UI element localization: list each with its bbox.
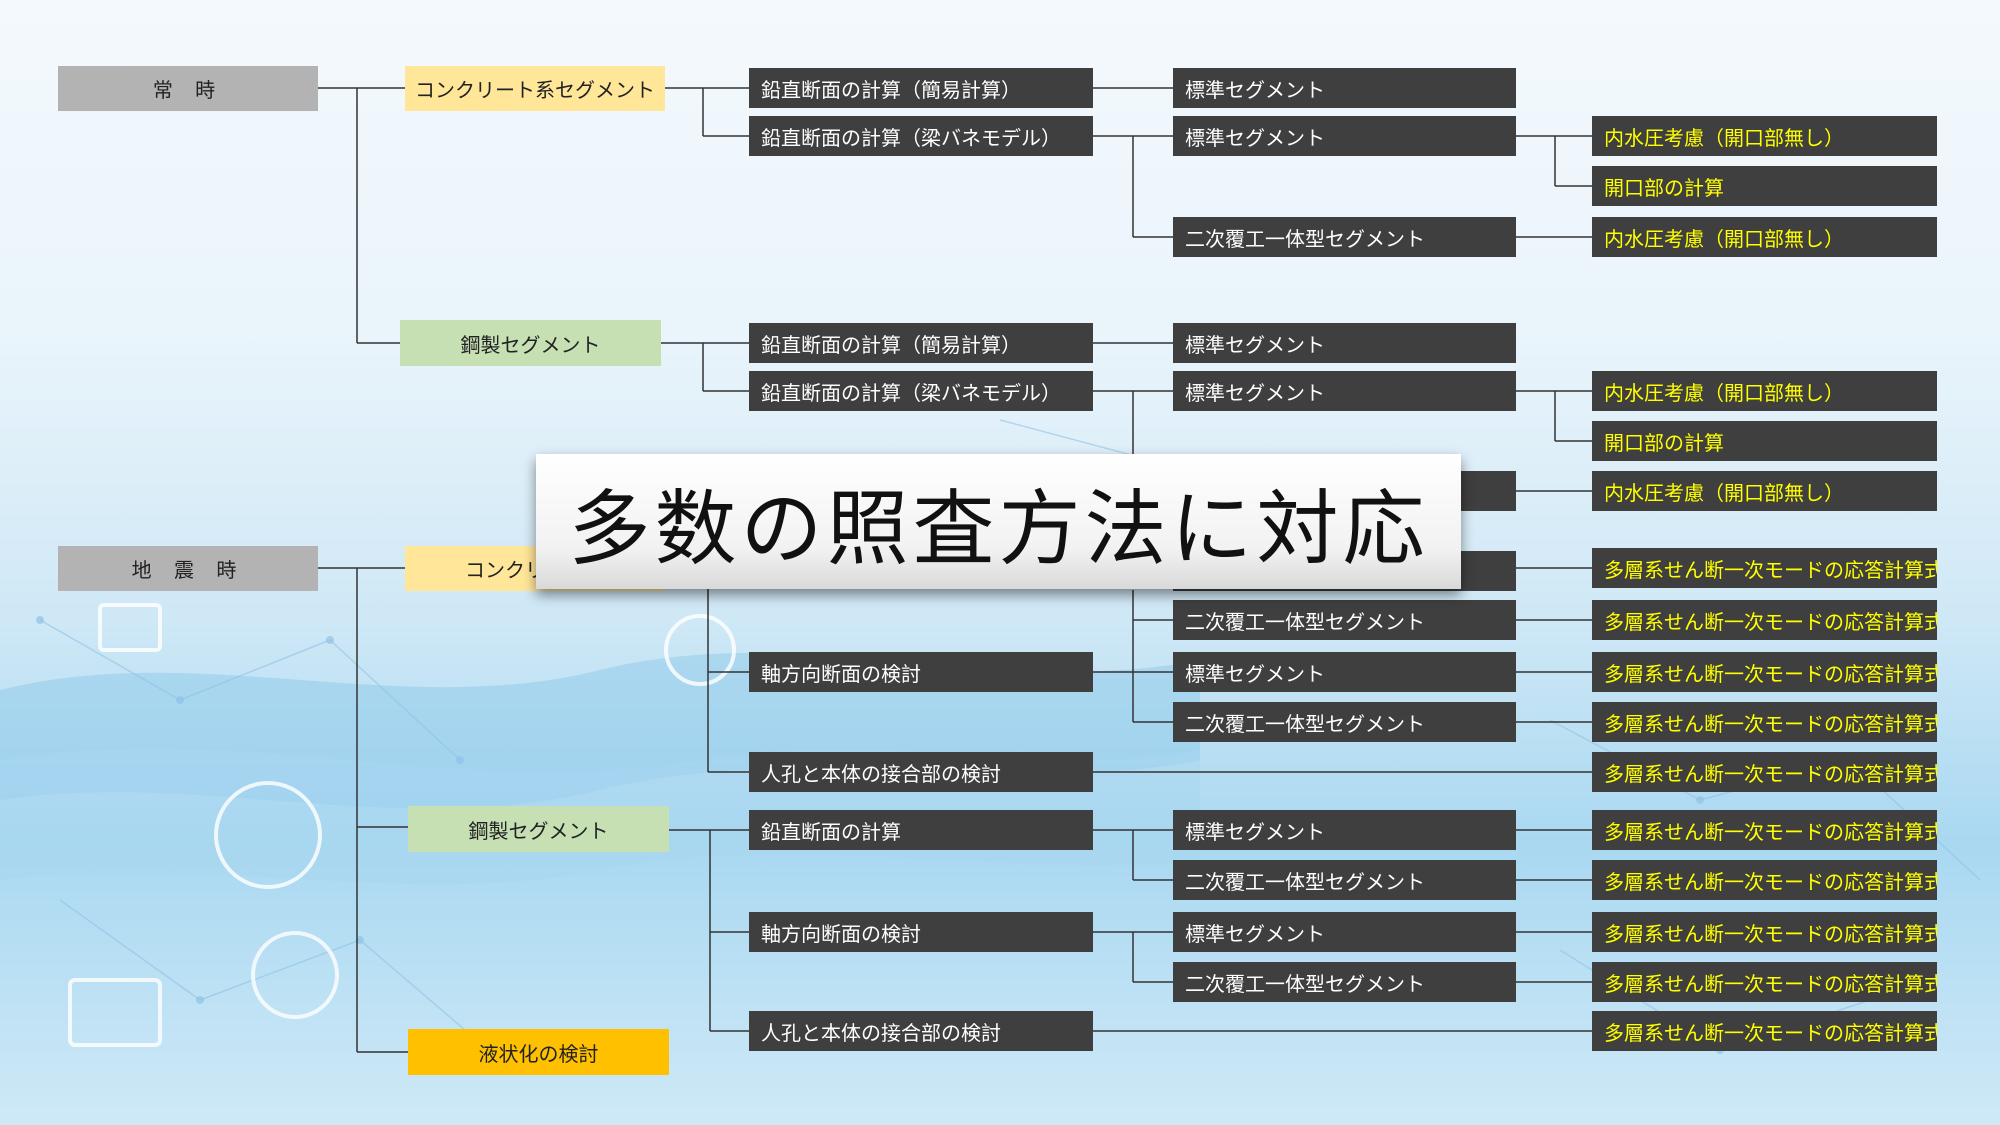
document-icon <box>68 978 162 1047</box>
normal-concrete-internal-pressure-2: 内水圧考慮（開口部無し） <box>1592 217 1937 257</box>
normal-concrete-vertical-simple: 鉛直断面の計算（簡易計算） <box>749 68 1093 108</box>
normal-concrete-standard-segment-1: 標準セグメント <box>1173 68 1516 108</box>
seismic-concrete-response-4: 多層系せん断一次モードの応答計算式 <box>1592 702 1937 742</box>
seismic-steel-standard-segment-1: 標準セグメント <box>1173 810 1516 850</box>
normal-steel-segment: 鋼製セグメント <box>400 320 661 366</box>
seismic-steel-manhole: 人孔と本体の接合部の検討 <box>749 1011 1093 1051</box>
normal-steel-standard-segment-2: 標準セグメント <box>1173 371 1516 411</box>
normal-concrete-segment: コンクリート系セグメント <box>405 66 665 111</box>
seismic-concrete-integrated-segment-2: 二次覆工一体型セグメント <box>1173 702 1516 742</box>
normal-steel-internal-pressure-2: 内水圧考慮（開口部無し） <box>1592 471 1937 511</box>
normal-steel-standard-segment-1: 標準セグメント <box>1173 323 1516 363</box>
normal-concrete-internal-pressure-1: 内水圧考慮（開口部無し） <box>1592 116 1937 156</box>
seismic-steel-standard-segment-2: 標準セグメント <box>1173 912 1516 952</box>
seismic-steel-response-4: 多層系せん断一次モードの応答計算式 <box>1592 962 1937 1002</box>
seismic-concrete-integrated-segment-1: 二次覆工一体型セグメント <box>1173 600 1516 640</box>
seismic-steel-integrated-segment-1: 二次覆工一体型セグメント <box>1173 860 1516 900</box>
seismic-concrete-manhole: 人孔と本体の接合部の検討 <box>749 752 1093 792</box>
seismic-concrete-response-3: 多層系せん断一次モードの応答計算式 <box>1592 652 1937 692</box>
category-normal: 常 時 <box>58 66 318 111</box>
seismic-steel-axial: 軸方向断面の検討 <box>749 912 1093 952</box>
normal-steel-opening-calc: 開口部の計算 <box>1592 421 1937 461</box>
seismic-steel-response-2: 多層系せん断一次モードの応答計算式 <box>1592 860 1937 900</box>
seismic-concrete-response-1: 多層系せん断一次モードの応答計算式 <box>1592 548 1937 588</box>
seismic-concrete-response-2: 多層系せん断一次モードの応答計算式 <box>1592 600 1937 640</box>
normal-concrete-integrated-segment: 二次覆工一体型セグメント <box>1173 217 1516 257</box>
magnifier-icon <box>251 931 339 1019</box>
category-seismic: 地 震 時 <box>58 546 318 591</box>
normal-concrete-standard-segment-2: 標準セグメント <box>1173 116 1516 156</box>
seismic-concrete-standard-segment: 標準セグメント <box>1173 652 1516 692</box>
normal-concrete-vertical-spring: 鉛直断面の計算（梁バネモデル） <box>749 116 1093 156</box>
seismic-steel-segment: 鋼製セグメント <box>408 806 669 852</box>
seismic-steel-vertical: 鉛直断面の計算 <box>749 810 1093 850</box>
seismic-steel-integrated-segment-2: 二次覆工一体型セグメント <box>1173 962 1516 1002</box>
headline-banner: 多数の照査方法に対応 <box>536 454 1461 589</box>
seismic-liquefaction: 液状化の検討 <box>408 1029 669 1075</box>
gear-icon <box>664 614 736 686</box>
seismic-steel-response-1: 多層系せん断一次モードの応答計算式 <box>1592 810 1937 850</box>
normal-concrete-opening-calc: 開口部の計算 <box>1592 166 1937 206</box>
seismic-concrete-response-5: 多層系せん断一次モードの応答計算式 <box>1592 752 1937 792</box>
normal-steel-internal-pressure-1: 内水圧考慮（開口部無し） <box>1592 371 1937 411</box>
helmet-icon <box>214 781 322 889</box>
normal-steel-vertical-spring: 鉛直断面の計算（梁バネモデル） <box>749 371 1093 411</box>
normal-steel-vertical-simple: 鉛直断面の計算（簡易計算） <box>749 323 1093 363</box>
seismic-steel-response-3: 多層系せん断一次モードの応答計算式 <box>1592 912 1937 952</box>
seismic-concrete-axial: 軸方向断面の検討 <box>749 652 1093 692</box>
monitor-icon <box>98 603 162 652</box>
seismic-steel-response-5: 多層系せん断一次モードの応答計算式 <box>1592 1011 1937 1051</box>
